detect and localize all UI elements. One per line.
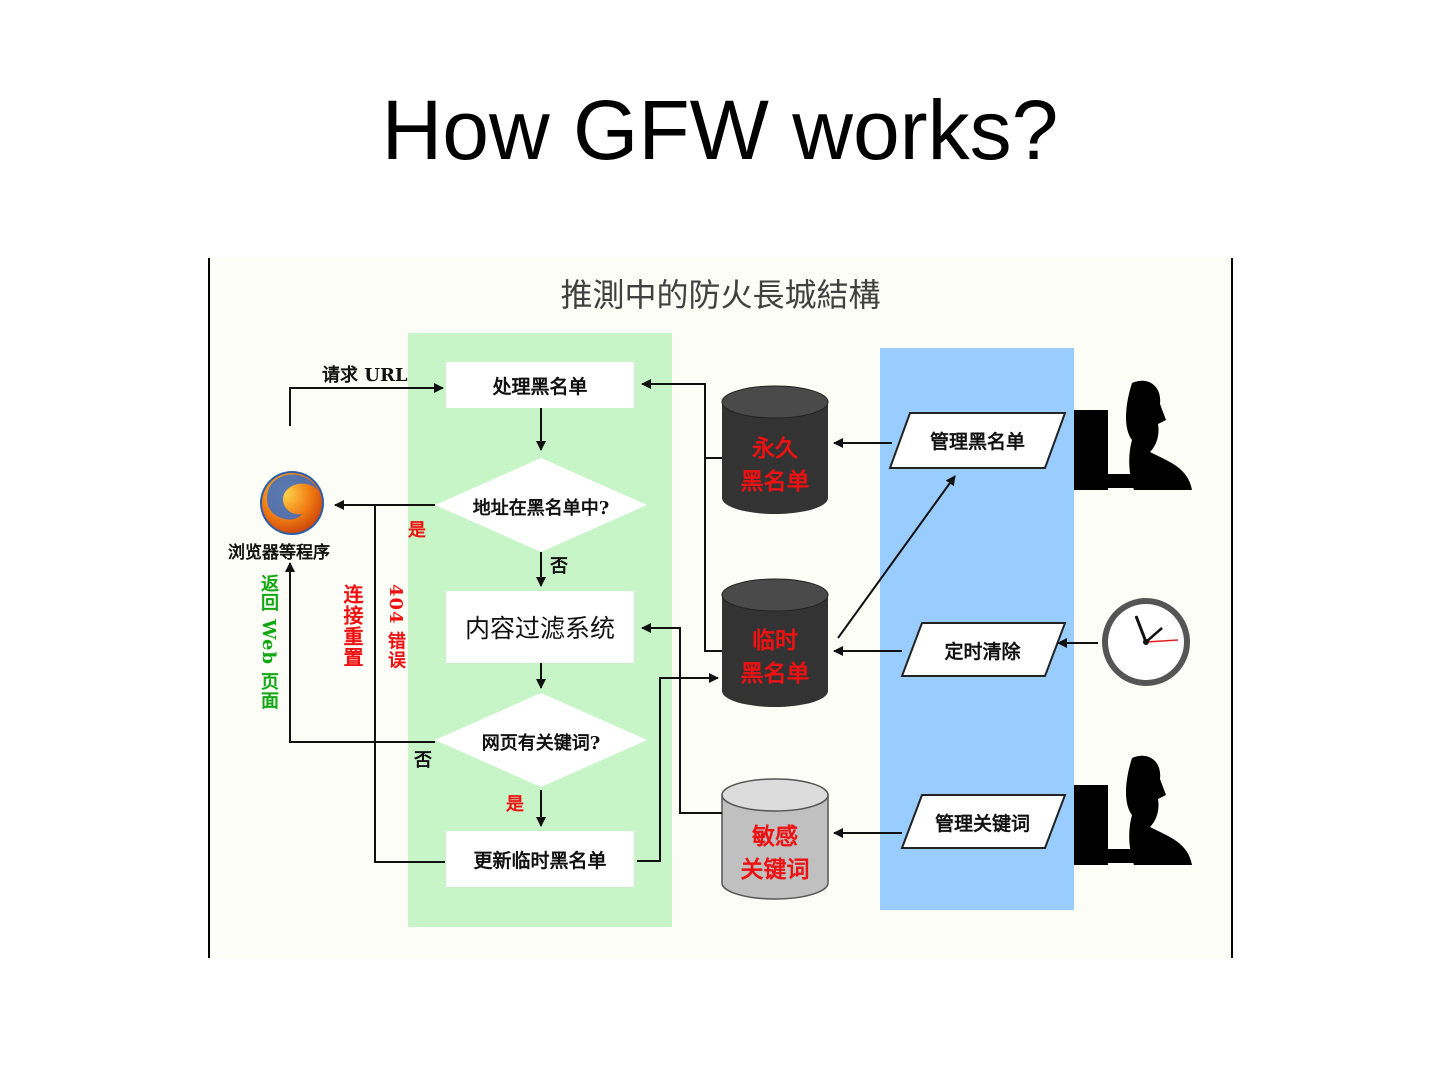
db-keywords-line-1: 敏感	[752, 823, 798, 850]
label-manage-keywords: 管理关键词	[934, 813, 1030, 835]
db-temporary-label: 临时 黑名单	[722, 624, 828, 691]
decision-page-has-keyword	[435, 693, 647, 787]
wall-clock-icon	[1102, 598, 1190, 686]
label-yes-2: 是	[506, 794, 524, 815]
person-at-computer-icon	[1074, 380, 1192, 490]
label-no-1: 否	[550, 556, 568, 577]
db-keywords-line-2: 关键词	[740, 856, 810, 884]
gfw-diagram: 推測中的防火長城結構 处理黑名单 内容过滤系统 更新临时黑名单 地址在黑名单中?…	[208, 258, 1233, 958]
box-content-filter: 内容过滤系统	[446, 591, 634, 663]
label-return-web-page: 返回 Web 页面	[258, 574, 279, 711]
db-temporary-line-2: 黑名单	[740, 660, 810, 688]
label-address-in-blacklist: 地址在黑名单中?	[472, 498, 610, 519]
firefox-browser-icon	[260, 471, 324, 535]
label-yes-1: 是	[408, 520, 426, 541]
db-permanent-line-2: 黑名单	[740, 468, 810, 496]
para-manage-keywords	[900, 794, 1067, 849]
label-request-url: 请求 URL	[322, 365, 408, 386]
diagram-title: 推測中的防火長城結構	[560, 276, 881, 314]
diagram-graphics	[260, 333, 1192, 927]
db-permanent-line-1: 永久	[752, 435, 798, 462]
db-temporary-blacklist	[721, 578, 829, 707]
decision-address-in-blacklist	[435, 458, 647, 552]
db-keywords-label: 敏感 关键词	[722, 820, 828, 887]
connectors	[285, 379, 1098, 863]
label-404-error: 404 错误	[385, 584, 406, 670]
db-permanent-blacklist	[721, 385, 829, 514]
label-manage-blacklist: 管理黑名单	[929, 431, 1025, 453]
box-process-blacklist: 处理黑名单	[446, 362, 634, 408]
db-permanent-label: 永久 黑名单	[722, 432, 828, 499]
label-connection-reset: 连接重置	[340, 584, 364, 668]
slide-title: How GFW works?	[381, 83, 1059, 177]
box-update-temp-blacklist: 更新临时黑名单	[446, 831, 634, 887]
db-temporary-line-1: 临时	[752, 627, 798, 654]
label-no-2: 否	[414, 750, 432, 771]
db-sensitive-keywords	[721, 778, 829, 900]
label-browser: 浏览器等程序	[228, 543, 330, 563]
label-timed-clear: 定时清除	[944, 641, 1021, 663]
para-timed-clear	[900, 622, 1067, 677]
label-page-has-keyword: 网页有关键词?	[481, 733, 601, 754]
para-manage-blacklist	[888, 412, 1067, 469]
person-at-computer-icon-2	[1074, 755, 1192, 865]
